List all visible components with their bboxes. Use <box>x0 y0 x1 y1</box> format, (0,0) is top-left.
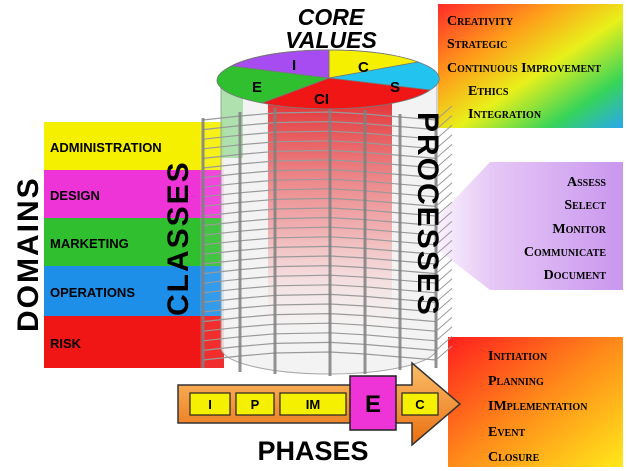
cylinder-lattice-line <box>435 268 453 284</box>
core-value-item: Creativity <box>447 14 514 29</box>
processes-title: PROCESSES <box>411 112 444 317</box>
cylinder-lattice-line <box>435 105 453 121</box>
cylinder-lattice-line <box>435 115 453 130</box>
cylinder-lattice-line <box>435 240 453 255</box>
cylinder-lattice-line <box>435 336 453 351</box>
core-values-pie: C S CI E I <box>216 49 440 110</box>
phases-arrow: I P IM E C <box>177 361 462 447</box>
phase-box-label: P <box>251 397 260 412</box>
cylinder-lattice-line <box>435 326 453 342</box>
processes-panel: Assess Select Monitor Communicate Docume… <box>420 162 623 290</box>
domain-band-administration <box>44 122 200 170</box>
domain-label: DESIGN <box>50 188 100 203</box>
cylinder-lattice-line <box>435 163 453 178</box>
domain-label: ADMINISTRATION <box>50 140 162 155</box>
phase-box-label: I <box>208 397 212 412</box>
domain-bands: ADMINISTRATION DESIGN MARKETING OPERATIO… <box>44 122 224 368</box>
phase-box <box>189 392 231 416</box>
pie-segment-label: S <box>390 79 400 96</box>
cylinder-lattice-line <box>435 297 453 313</box>
phase-box-highlight <box>349 375 397 431</box>
cylinder-lattice-line <box>435 144 453 159</box>
cylinder-lattice-line <box>435 278 453 294</box>
domain-label: MARKETING <box>50 236 129 251</box>
process-item: Document <box>544 268 607 283</box>
cylinder-lattice-line <box>435 316 453 332</box>
classes-title: CLASSES <box>162 160 195 316</box>
core-values-title: CORE <box>298 4 365 30</box>
domain-band-risk <box>44 316 200 368</box>
phase-box-label: C <box>415 397 425 412</box>
cylinder-lattice-line <box>435 211 453 226</box>
cylinder-lattice-line <box>435 182 453 198</box>
phase-item: Event <box>488 425 525 440</box>
process-item: Assess <box>567 175 606 190</box>
phase-box <box>401 392 439 416</box>
cylinder-lattice-line <box>435 124 453 140</box>
domains-title: DOMAINS <box>12 176 45 332</box>
domain-label: RISK <box>50 336 82 351</box>
domain-band-operations <box>44 266 200 316</box>
cylinder-lattice-line <box>435 201 453 217</box>
phase-item: Initiation <box>488 349 548 364</box>
domain-band-design <box>44 170 200 218</box>
cylinder-lattice-line <box>435 345 453 361</box>
cylinder-lattice-line <box>435 288 453 303</box>
cylinder-lattice-line <box>435 249 453 265</box>
pie-segment-label: E <box>252 79 262 96</box>
phase-item: Planning <box>488 374 544 389</box>
cylinder-lattice-line <box>435 134 453 150</box>
domain-band-marketing <box>44 218 200 266</box>
cylinder-lattice-line <box>435 230 453 246</box>
core-values-panel: Creativity Strategic Continuous Improvem… <box>438 4 623 128</box>
cylinder-lattice-line <box>435 153 453 169</box>
phase-box-label: IM <box>306 397 320 412</box>
phase-box <box>235 392 275 416</box>
phase-item: Closure <box>488 450 540 465</box>
process-item: Communicate <box>524 245 606 260</box>
phases-title: PHASES <box>257 436 368 466</box>
core-value-item: Strategic <box>447 37 507 52</box>
pie-segment-label: I <box>292 57 296 74</box>
core-value-item: Ethics <box>468 84 509 99</box>
process-item: Select <box>564 198 606 213</box>
phases-panel: Initiation Planning IMplementation Event… <box>448 337 623 467</box>
phase-box-label: E <box>365 391 381 418</box>
pie-segment-label: C <box>358 59 369 76</box>
cylinder-lattice-line <box>435 259 453 274</box>
cylinder-lattice-line <box>435 307 453 322</box>
cylinder <box>201 77 453 376</box>
pie-segment-label: CI <box>314 91 329 108</box>
phase-item: IMplementation <box>488 399 588 414</box>
core-value-item: Integration <box>468 107 542 122</box>
cylinder-lattice-line <box>435 220 453 236</box>
process-item: Monitor <box>552 222 606 237</box>
cylinder-lattice-line <box>435 192 453 207</box>
core-values-title: VALUES <box>285 27 377 53</box>
domain-label: OPERATIONS <box>50 285 135 300</box>
cylinder-lattice-line <box>435 172 453 188</box>
core-value-item: Continuous Improvement <box>447 61 601 76</box>
phase-box <box>279 392 347 416</box>
